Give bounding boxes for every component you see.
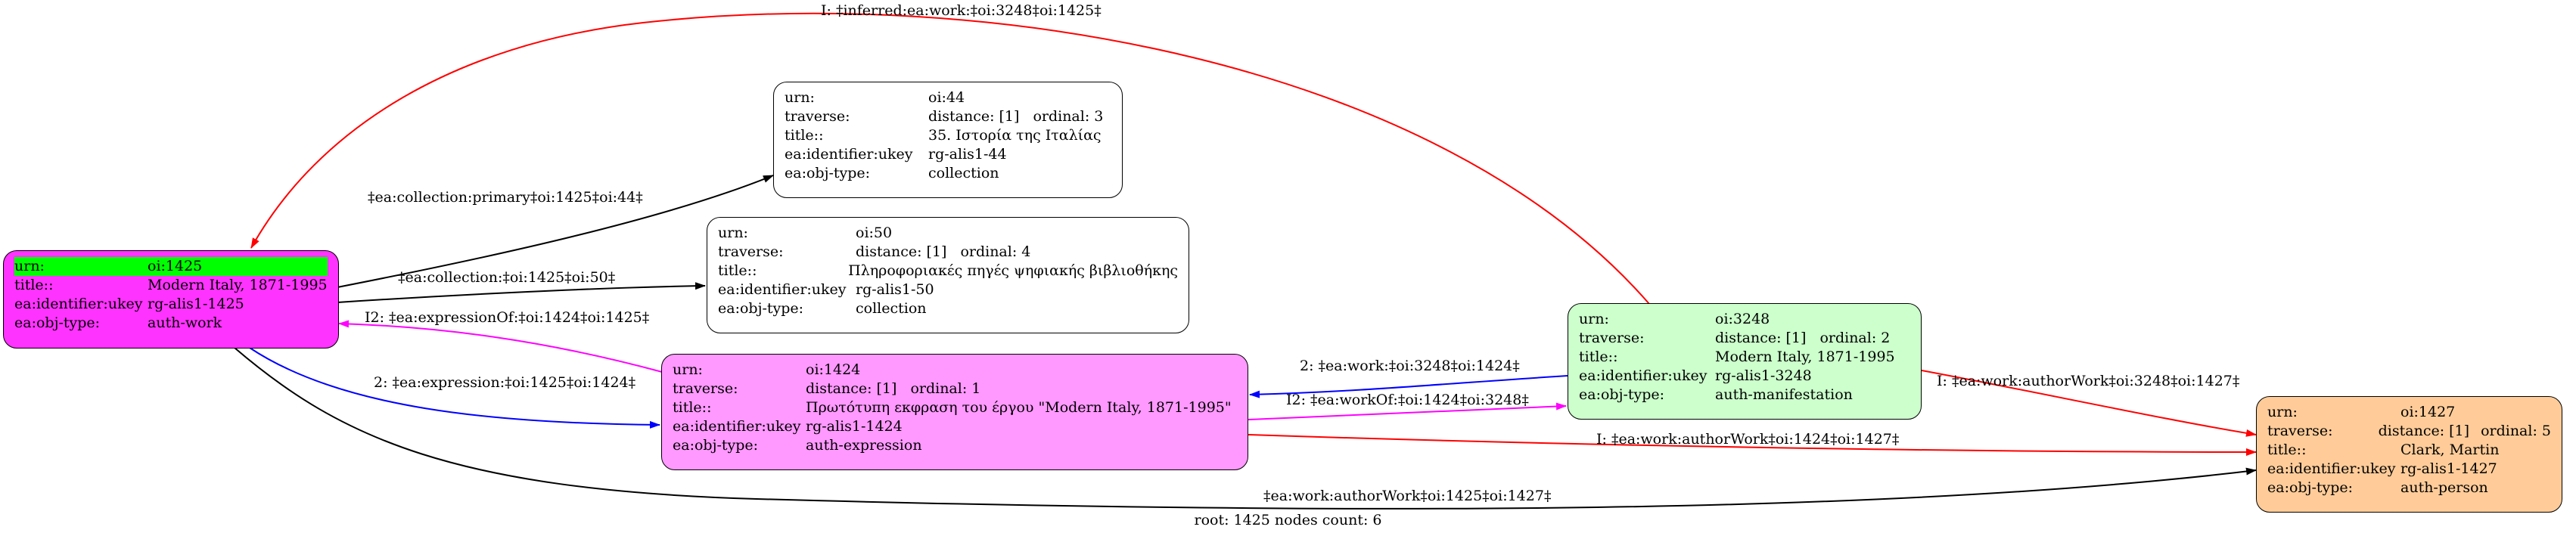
traverse-key: traverse: — [1579, 330, 1645, 346]
ordinal-value: ordinal: 1 — [910, 380, 981, 397]
type-value: collection — [856, 300, 927, 317]
type-key: ea:obj-type: — [718, 300, 804, 317]
traverse-key: traverse: — [718, 243, 784, 260]
title-key: title:: — [14, 277, 54, 293]
ordinal-value: ordinal: 4 — [960, 243, 1031, 260]
title-value: Modern Italy, 1871-1995 — [148, 277, 328, 293]
edge-label-author-work-1424: I: ‡ea:work:authorWork‡oi:1424‡oi:1427‡ — [1596, 431, 1899, 448]
type-value: auth-manifestation — [1715, 386, 1853, 403]
edge-label-expression-of: I2: ‡ea:expressionOf:‡oi:1424‡oi:1425‡ — [365, 309, 649, 326]
edge-work-of — [1248, 402, 1567, 420]
distance-value: distance: [1] — [806, 380, 897, 397]
node-oi-3248[interactable]: urn: oi:3248 traverse: distance: [1] ordina… — [1568, 303, 1922, 420]
edge-work — [1249, 375, 1568, 398]
urn-value: oi:1424 — [806, 361, 861, 378]
ukey-key: ea:identifier:ukey — [2267, 460, 2396, 477]
edge-label-author-work-3248: I: ‡ea:work:authorWork‡oi:3248‡oi:1427‡ — [1937, 373, 2239, 389]
type-key: ea:obj-type: — [1579, 386, 1665, 403]
type-value: auth-work — [148, 314, 222, 331]
title-value: Modern Italy, 1871-1995 — [1715, 349, 1895, 365]
title-value: Πρωτότυπη εκφραση του έργου "Modern Ital… — [806, 399, 1232, 416]
ukey-value: rg-alis1-1424 — [806, 418, 903, 435]
ukey-value: rg-alis1-1427 — [2400, 460, 2497, 477]
edge-expression — [249, 347, 660, 429]
urn-key: urn: — [1579, 311, 1609, 327]
urn-key: urn: — [718, 225, 748, 241]
urn-value: oi:44 — [928, 89, 965, 106]
title-key: title:: — [2267, 442, 2307, 458]
type-value: auth-person — [2400, 479, 2488, 496]
node-oi-1425[interactable]: urn: oi:1425 title::Modern Italy, 1871-19… — [3, 250, 339, 349]
node-oi-1427[interactable]: urn: oi:1427 traverse: distance: [1] ordina… — [2256, 396, 2562, 513]
node-oi-1424[interactable]: urn: oi:1424 traverse: distance: [1] ordina… — [661, 354, 1248, 470]
ukey-key: ea:identifier:ukey — [673, 418, 801, 435]
type-key: ea:obj-type: — [673, 437, 759, 454]
distance-value: distance: [1] — [928, 108, 1020, 125]
urn-row: urn: oi:1425 — [14, 257, 328, 276]
type-key: ea:obj-type: — [14, 314, 101, 331]
traverse-key: traverse: — [2267, 423, 2333, 439]
urn-key: urn: — [14, 258, 45, 274]
edge-author-work-1425 — [234, 347, 2257, 510]
edge-author-work-3248 — [1921, 370, 2257, 437]
ukey-value: rg-alis1-44 — [928, 146, 1007, 163]
edge-label-work: 2: ‡ea:work:‡oi:3248‡oi:1424‡ — [1300, 358, 1520, 374]
ordinal-value: ordinal: 2 — [1819, 330, 1891, 346]
urn-value: oi:50 — [856, 225, 893, 241]
edge-collection-primary — [337, 175, 774, 288]
ordinal-value: ordinal: 3 — [1033, 108, 1104, 125]
title-key: title:: — [673, 399, 712, 416]
node-oi-50[interactable]: urn: oi:50 traverse: distance: [1] ordinal:… — [707, 217, 1189, 333]
title-key: title:: — [1579, 349, 1618, 365]
title-value: Πληροφοριακές πηγές ψηφιακής βιβλιοθήκης — [848, 262, 1178, 279]
edge-label-inferred: I: ‡inferred:ea:work:‡oi:3248‡oi:1425‡ — [821, 2, 1102, 19]
graph-footer: root: 1425 nodes count: 6 — [1194, 512, 1382, 528]
ukey-key: ea:identifier:ukey — [718, 281, 847, 298]
title-value: 35. Ιστορία της Ιταλίας — [928, 127, 1102, 144]
ordinal-value: ordinal: 5 — [2481, 423, 2551, 439]
type-value: collection — [928, 165, 999, 181]
edge-author-work-1424 — [1248, 434, 2257, 456]
ukey-row: ea:identifier:ukey rg-alis1-1425 — [14, 295, 328, 314]
ukey-value: rg-alis1-3248 — [1715, 367, 1812, 384]
urn-value: oi:1427 — [2400, 404, 2456, 420]
ukey-value: rg-alis1-50 — [856, 281, 934, 298]
edge-collection — [337, 282, 706, 303]
urn-key: urn: — [785, 89, 815, 106]
type-key: ea:obj-type: — [785, 165, 871, 181]
node-oi-44[interactable]: urn: oi:44 traverse: distance: [1] ordinal:… — [773, 82, 1123, 198]
traverse-key: traverse: — [673, 380, 738, 397]
edge-label-work-of: I2: ‡ea:workOf:‡oi:1424‡oi:3248‡ — [1286, 392, 1529, 408]
edge-inferred — [250, 12, 1650, 305]
ukey-key: ea:identifier:ukey — [14, 296, 143, 312]
urn-key: urn: — [2267, 404, 2298, 420]
type-value: auth-expression — [806, 437, 922, 454]
edge-label-expression: 2: ‡ea:expression:‡oi:1425‡oi:1424‡ — [374, 374, 635, 391]
urn-value: oi:1425 — [148, 258, 203, 274]
ukey-key: ea:identifier:ukey — [785, 146, 913, 163]
ukey-value: rg-alis1-1425 — [148, 296, 244, 312]
title-value: Clark, Martin — [2400, 442, 2500, 458]
edge-expression-of — [338, 320, 663, 373]
type-key: ea:obj-type: — [2267, 479, 2354, 496]
distance-value: distance: [1] — [856, 243, 947, 260]
urn-key: urn: — [673, 361, 703, 378]
traverse-key: traverse: — [785, 108, 850, 125]
title-row: title::Modern Italy, 1871-1995 — [14, 276, 328, 295]
edge-label-collection-primary: ‡ea:collection:primary‡oi:1425‡oi:44‡ — [368, 189, 643, 206]
edge-label-collection: ‡ea:collection:‡oi:1425‡oi:50‡ — [398, 269, 615, 286]
urn-value: oi:3248 — [1715, 311, 1770, 327]
type-row: ea:obj-type: auth-work — [14, 314, 328, 333]
distance-value: distance: [1] — [2378, 423, 2470, 439]
edge-label-author-work-1425: ‡ea:work:authorWork‡oi:1425‡oi:1427‡ — [1263, 488, 1551, 504]
title-key: title:: — [785, 127, 824, 144]
distance-value: distance: [1] — [1715, 330, 1807, 346]
ukey-key: ea:identifier:ukey — [1579, 367, 1707, 384]
title-key: title:: — [718, 262, 757, 279]
